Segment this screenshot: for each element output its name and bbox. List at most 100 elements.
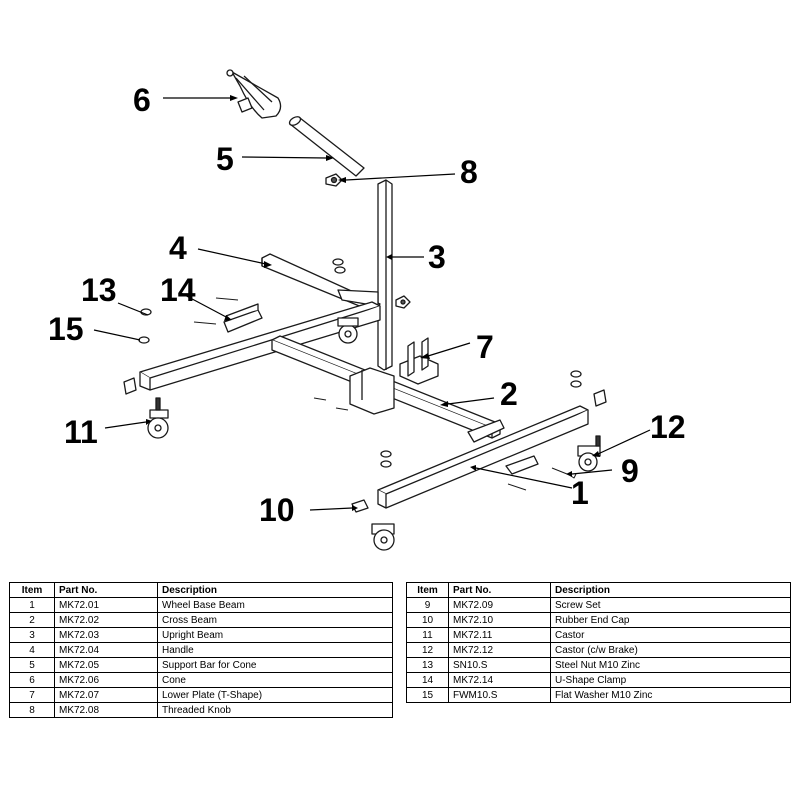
cell-part-no: MK72.09	[448, 597, 551, 613]
header-description: Description	[550, 582, 791, 598]
cell-description: Cross Beam	[157, 612, 393, 628]
callout-15: 15	[48, 311, 84, 347]
exploded-assembly-diagram	[93, 69, 651, 551]
castor-lower	[371, 523, 395, 551]
cell-part-no: SN10.S	[448, 657, 551, 673]
threaded-knob-part	[325, 173, 343, 187]
cell-description: Handle	[157, 642, 393, 658]
cell-part-no: MK72.12	[448, 642, 551, 658]
cell-item: 1	[9, 597, 55, 613]
cell-item: 3	[9, 627, 55, 643]
leader-lines	[93, 97, 651, 511]
cell-description: Steel Nut M10 Zinc	[550, 657, 791, 673]
cell-item: 13	[406, 657, 449, 673]
lower-plate-bracket	[399, 337, 439, 385]
cell-part-no: MK72.04	[54, 642, 158, 658]
lower-plate-t-shape	[349, 367, 395, 415]
callout-13: 13	[81, 272, 117, 308]
callout-1: 1	[571, 475, 589, 511]
cell-description: Castor	[550, 627, 791, 643]
cell-item: 8	[9, 702, 55, 718]
header-item: Item	[406, 582, 449, 598]
cone-part	[226, 69, 282, 119]
callout-8: 8	[460, 154, 478, 190]
table-header-row: Item Part No. Description	[9, 582, 393, 598]
cell-item: 5	[9, 657, 55, 673]
cell-part-no: MK72.05	[54, 657, 158, 673]
cell-part-no: MK72.11	[448, 627, 551, 643]
nut-and-washer-part	[138, 258, 582, 468]
callout-5: 5	[216, 141, 234, 177]
cell-description: Castor (c/w Brake)	[550, 642, 791, 658]
cell-part-no: MK72.01	[54, 597, 158, 613]
cell-description: Threaded Knob	[157, 702, 393, 718]
left-arm-beam	[139, 301, 381, 391]
cell-part-no: MK72.10	[448, 612, 551, 628]
cell-description: Cone	[157, 672, 393, 688]
callout-14: 14	[160, 272, 196, 308]
callout-7: 7	[476, 329, 494, 365]
cell-part-no: MK72.02	[54, 612, 158, 628]
callout-2: 2	[500, 376, 518, 412]
cell-item: 4	[9, 642, 55, 658]
header-part-no: Part No.	[448, 582, 551, 598]
castor-brake-part	[577, 435, 601, 472]
support-bar-part	[288, 116, 365, 177]
cell-description: U-Shape Clamp	[550, 672, 791, 688]
cell-description: Screw Set	[550, 597, 791, 613]
cell-description: Rubber End Cap	[550, 612, 791, 628]
cell-description: Flat Washer M10 Zinc	[550, 687, 791, 703]
wheel-base-beam-part	[377, 405, 589, 509]
callout-9: 9	[621, 453, 639, 489]
header-item: Item	[9, 582, 55, 598]
cell-item: 2	[9, 612, 55, 628]
upright-beam-part	[377, 179, 411, 371]
callout-11: 11	[64, 414, 98, 450]
cell-item: 12	[406, 642, 449, 658]
leader-arrows	[146, 95, 600, 511]
callout-3: 3	[428, 239, 446, 275]
cell-item: 6	[9, 672, 55, 688]
callout-6: 6	[133, 82, 151, 118]
header-description: Description	[157, 582, 393, 598]
cell-item: 7	[9, 687, 55, 703]
screw-set-part	[193, 297, 577, 491]
cell-part-no: MK72.06	[54, 672, 158, 688]
cell-part-no: FWM10.S	[448, 687, 551, 703]
cell-item: 11	[406, 627, 449, 643]
cell-part-no: MK72.03	[54, 627, 158, 643]
cell-description: Upright Beam	[157, 627, 393, 643]
cell-part-no: MK72.14	[448, 672, 551, 688]
cell-description: Wheel Base Beam	[157, 597, 393, 613]
cell-item: 15	[406, 687, 449, 703]
cell-description: Lower Plate (T-Shape)	[157, 687, 393, 703]
castor-middle	[337, 317, 359, 344]
u-shape-clamp-part	[223, 303, 263, 333]
castor-part	[147, 397, 169, 439]
header-part-no: Part No.	[54, 582, 158, 598]
handle-part	[261, 253, 381, 313]
cell-part-no: MK72.08	[54, 702, 158, 718]
cell-description: Support Bar for Cone	[157, 657, 393, 673]
cell-item: 14	[406, 672, 449, 688]
callout-10: 10	[259, 492, 295, 528]
table-header-row: Item Part No. Description	[406, 582, 791, 598]
cell-item: 9	[406, 597, 449, 613]
